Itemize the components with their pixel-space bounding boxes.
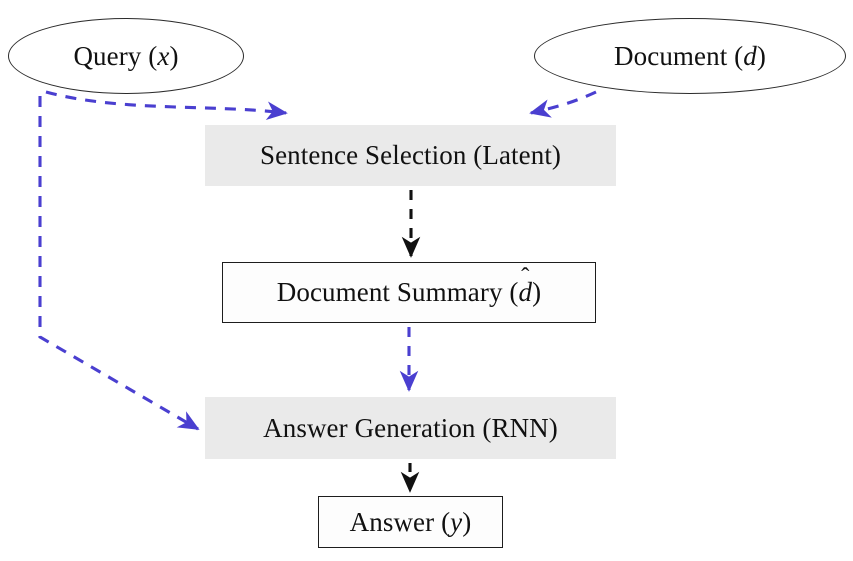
hat-accent-icon: ˆ	[521, 264, 530, 292]
node-document-label: Document (d)	[614, 40, 766, 71]
node-query-label: Query (x)	[73, 40, 179, 71]
node-answer[interactable]: Answer (y)	[318, 496, 503, 548]
node-document[interactable]: Document (d)	[534, 18, 846, 94]
node-answer-generation-label: Answer Generation (RNN)	[263, 412, 558, 443]
edge-document-to-sentence-selection	[529, 90, 597, 118]
edge-query-to-answer-generation	[38, 96, 200, 431]
edge-query-to-sentence-selection	[45, 90, 288, 120]
node-answer-label: Answer (y)	[349, 506, 472, 537]
node-answer-generation[interactable]: Answer Generation (RNN)	[205, 397, 616, 459]
node-sentence-selection-label: Sentence Selection (Latent)	[259, 140, 562, 170]
node-sentence-selection[interactable]: Sentence Selection (Latent)	[205, 125, 616, 186]
node-query[interactable]: Query (x)	[8, 18, 244, 94]
